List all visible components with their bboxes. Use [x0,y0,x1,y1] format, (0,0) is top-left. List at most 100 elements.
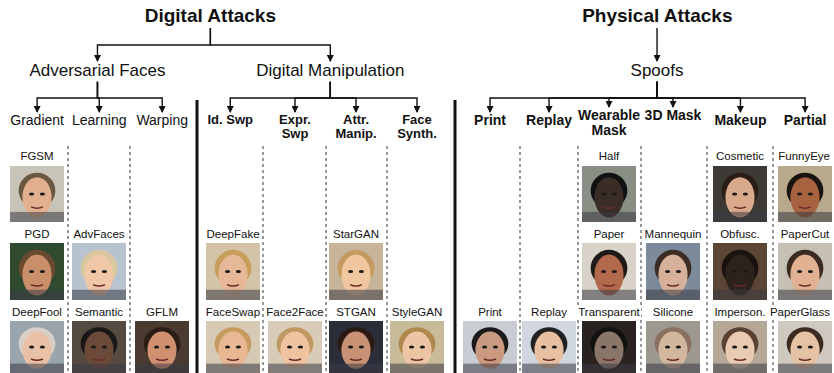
shoulders [582,290,636,300]
category-node: Learning [70,113,129,128]
eye [348,270,353,273]
shoulders [10,290,64,300]
eye [797,192,802,195]
thumbnail-caption: StarGAN [332,228,380,241]
category-node: Partial [782,113,829,128]
shoulders [713,290,767,300]
eye [236,345,241,348]
mouth [667,285,679,286]
photo-background [135,321,189,373]
face-thumbnail [329,321,383,373]
dashed-separator [773,146,774,373]
mouth [227,285,239,286]
face-thumbnail [268,321,322,373]
photo-background [329,243,383,300]
eye [665,345,670,348]
face-thumbnail [206,321,260,373]
mouth [603,285,615,286]
eye [612,345,617,348]
mouth [799,359,811,360]
category-node: Replay [524,113,574,128]
eye [808,192,813,195]
face-thumbnail [778,243,832,300]
tree-connector [97,28,210,61]
thumbnail-caption: Obfusc. [719,228,761,241]
shoulders [390,364,444,373]
face-thumbnail [10,166,64,222]
thumbnail-caption: Imperson. [713,306,766,319]
tree-connector [656,28,657,61]
face-thumbnail [135,321,189,373]
category-node: Makeup [712,113,769,128]
face-thumbnail [72,321,126,373]
thumbnail-caption: DeepFool [11,306,63,319]
thumbnail-caption: PaperGlass [769,306,831,319]
thumbnail-caption: STGAN [335,306,377,319]
category-node: Digital Attacks [142,6,278,27]
face-thumbnail [329,243,383,300]
eye [420,345,425,348]
dashed-separator [263,146,264,373]
category-label: Replay [526,113,572,128]
eye [601,270,606,273]
category-node: Expr. Swp [267,113,323,142]
category-label: Face Synth. [389,113,445,142]
photo-background [10,166,64,222]
face-thumbnail [646,321,700,373]
shoulders [778,290,832,300]
mouth [484,359,496,360]
category-node: Id. Swp [205,113,255,127]
thumbnail-caption: DeepFake [205,228,260,241]
photo-background [268,321,322,373]
mouth [93,359,105,360]
mouth [411,359,423,360]
face [594,254,623,295]
eye [732,192,737,195]
face-thumbnail [778,321,832,373]
shoulders [72,290,126,300]
eye [743,192,748,195]
photo-background [646,321,700,373]
eye [601,192,606,195]
eye [298,345,303,348]
shoulders [463,364,517,373]
photo-background [713,321,767,373]
mouth [543,359,555,360]
category-node: Attr. Manip. [328,113,384,142]
category-label: Print [474,113,506,128]
eye [40,345,45,348]
eye [482,345,487,348]
mouth [603,359,615,360]
thumbnail-caption: Half [598,150,620,163]
face-thumbnail [10,321,64,373]
thumbnail-caption: FGSM [19,150,54,163]
mouth [799,207,811,208]
category-label: Digital Manipulation [256,62,404,81]
face [658,254,687,295]
category-label: Partial [784,113,827,128]
mouth [156,359,168,360]
category-node: Gradient [8,113,66,128]
photo-background [206,321,260,373]
mouth [31,359,43,360]
shoulders [329,364,383,373]
category-label: Makeup [714,113,766,128]
tree-connector [609,82,657,107]
face [22,254,51,295]
thumbnail-caption: Silicone [652,306,694,319]
category-node: Wearable Mask [577,108,641,139]
face-thumbnail [72,243,126,300]
mouth [799,285,811,286]
eye [29,270,34,273]
photo-background [582,321,636,373]
category-label: Expr. Swp [267,113,323,142]
column-separators [68,146,773,373]
category-label: Wearable Mask [577,108,641,139]
shoulders [206,290,260,300]
eye [808,270,813,273]
face [402,331,431,368]
face [534,331,563,368]
photo-background [778,321,832,373]
eye [541,345,546,348]
